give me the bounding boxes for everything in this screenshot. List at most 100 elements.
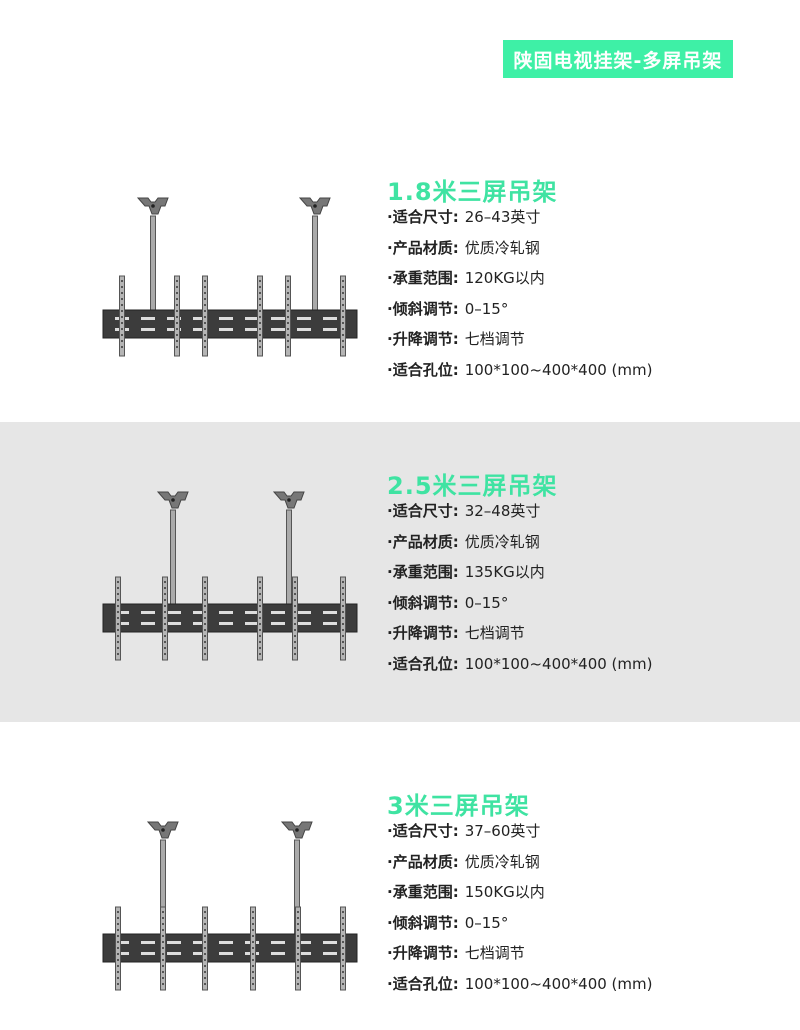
strip-hole (117, 605, 119, 607)
strip-hole (342, 322, 344, 324)
strip-hole (294, 629, 296, 631)
spec-label: ·承重范围: (387, 269, 459, 287)
strip-hole (294, 641, 296, 643)
strip-hole (204, 929, 206, 931)
strip-hole (121, 298, 123, 300)
product-section-2: 2.5米三屏吊架·适合尺寸:32–48英寸·产品材质:优质冷轧钢·承重范围:13… (0, 422, 800, 722)
strip-hole (259, 334, 261, 336)
slot (141, 317, 155, 320)
slot (271, 952, 285, 955)
spec-value: 优质冷轧钢 (464, 532, 540, 551)
spec-label: ·产品材质: (387, 238, 459, 257)
strip-hole (204, 328, 206, 330)
strip-hole (204, 310, 206, 312)
strip-hole (294, 611, 296, 613)
strip-hole (259, 629, 261, 631)
strip-hole (117, 587, 119, 589)
strip-hole (164, 641, 166, 643)
strip-hole (117, 623, 119, 625)
spec-row: ·承重范围:135KG以内 (387, 561, 653, 592)
strip-hole (121, 304, 123, 306)
spec-row: ·适合孔位:100*100~400*400 (mm) (387, 973, 653, 1004)
strip-hole (259, 292, 261, 294)
spec-row: ·承重范围:150KG以内 (387, 881, 653, 912)
spec-row: ·倾斜调节:0–15° (387, 592, 653, 623)
strip-hole (162, 977, 164, 979)
strip-hole (117, 617, 119, 619)
strip-hole (342, 280, 344, 282)
strip-hole (342, 953, 344, 955)
strip-hole (287, 286, 289, 288)
brand-badge: 陕固电视挂架-多屏吊架 (503, 40, 733, 78)
slot (193, 317, 207, 320)
strip-hole (204, 340, 206, 342)
spec-value: 120KG以内 (464, 269, 545, 287)
strip-hole (204, 941, 206, 943)
strip-hole (294, 581, 296, 583)
strip-hole (297, 917, 299, 919)
strip-hole (204, 629, 206, 631)
strip-hole (342, 983, 344, 985)
strip-hole (204, 280, 206, 282)
slot (141, 328, 155, 331)
strip-hole (162, 983, 164, 985)
spec-label: ·适合尺寸: (387, 208, 459, 226)
strip-hole (176, 280, 178, 282)
strip-hole (297, 965, 299, 967)
strip-hole (342, 605, 344, 607)
strip-hole (121, 328, 123, 330)
slot (193, 328, 207, 331)
spec-value: 100*100~400*400 (mm) (464, 654, 653, 673)
strip-hole (117, 929, 119, 931)
product-info: 2.5米三屏吊架·适合尺寸:32–48英寸·产品材质:优质冷轧钢·承重范围:13… (387, 466, 653, 683)
strip-hole (342, 346, 344, 348)
strip-hole (259, 581, 261, 583)
strip-hole (117, 959, 119, 961)
strip-hole (259, 617, 261, 619)
product-info: 1.8米三屏吊架·适合尺寸:26–43英寸·产品材质:优质冷轧钢·承重范围:12… (387, 172, 653, 389)
strip-hole (117, 935, 119, 937)
strip-hole (342, 286, 344, 288)
pole (150, 215, 156, 311)
slot (167, 622, 181, 625)
strip-hole (204, 581, 206, 583)
strip-hole (162, 971, 164, 973)
strip-hole (164, 629, 166, 631)
spec-value: 七档调节 (464, 330, 525, 348)
strip-hole (204, 977, 206, 979)
strip-hole (259, 653, 261, 655)
strip-hole (164, 605, 166, 607)
spec-label: ·产品材质: (387, 852, 459, 871)
strip-hole (117, 581, 119, 583)
strip-hole (342, 647, 344, 649)
strip-hole (252, 971, 254, 973)
strip-hole (342, 935, 344, 937)
slot (219, 952, 233, 955)
strip-hole (342, 334, 344, 336)
strip-hole (164, 587, 166, 589)
strip-hole (164, 635, 166, 637)
strip-hole (342, 298, 344, 300)
strip-hole (204, 965, 206, 967)
strip-hole (259, 346, 261, 348)
slot (271, 622, 285, 625)
strip-hole (294, 599, 296, 601)
strip-hole (287, 316, 289, 318)
strip-hole (204, 346, 206, 348)
strip-hole (164, 611, 166, 613)
strip-hole (297, 977, 299, 979)
strip-hole (294, 617, 296, 619)
slot (297, 328, 311, 331)
spec-row: ·产品材质:优质冷轧钢 (387, 851, 653, 882)
spec-label: ·适合尺寸: (387, 822, 459, 840)
slot (219, 941, 233, 944)
strip-hole (204, 641, 206, 643)
spec-row: ·升降调节:七档调节 (387, 622, 653, 653)
strip-hole (342, 977, 344, 979)
spec-row: ·适合尺寸:37–60英寸 (387, 820, 653, 851)
slot (271, 328, 285, 331)
strip-hole (164, 599, 166, 601)
spec-value: 135KG以内 (464, 563, 545, 581)
strip-hole (204, 917, 206, 919)
strip-hole (259, 641, 261, 643)
